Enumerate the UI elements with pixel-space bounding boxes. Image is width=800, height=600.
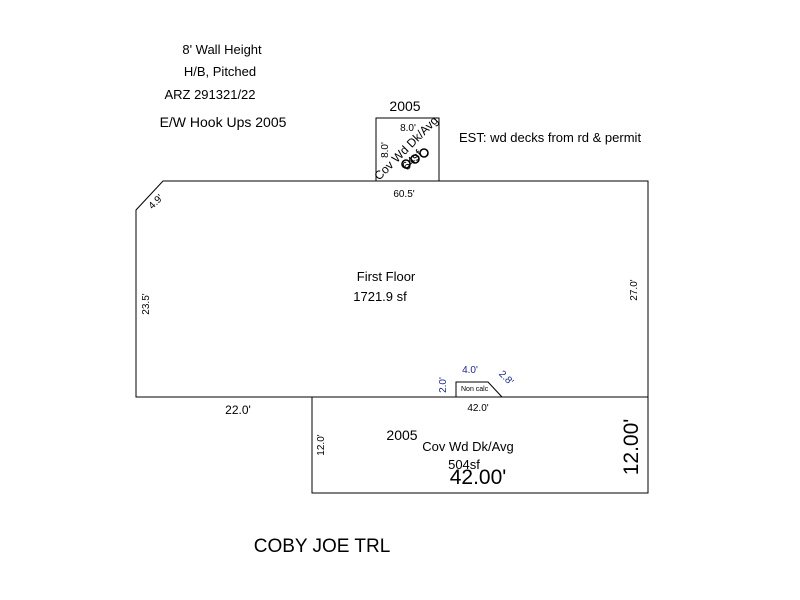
large-deck-left-dim: 12.0' xyxy=(316,434,327,455)
non-calc-top-dim: 4.0' xyxy=(462,365,478,376)
large-deck-year: 2005 xyxy=(386,427,417,443)
large-deck-label: Cov Wd Dk/Avg xyxy=(422,439,514,454)
note-ew-hookups: E/W Hook Ups 2005 xyxy=(160,114,287,130)
note-arz: ARZ 291321/22 xyxy=(164,87,255,102)
first-floor-bottom-left-dim: 22.0' xyxy=(225,403,251,417)
first-floor-area: 1721.9 sf xyxy=(353,289,407,304)
note-hb-pitched: H/B, Pitched xyxy=(184,64,256,79)
large-deck-big-depth: 12.00' xyxy=(620,419,643,476)
note-est: EST: wd decks from rd & permit xyxy=(459,130,641,145)
large-deck-big-width: 42.00' xyxy=(450,466,507,489)
first-floor-right-dim: 27.0' xyxy=(629,279,640,300)
non-calc-side-dim: 2.0' xyxy=(438,377,449,393)
first-floor-top-dim: 60.5' xyxy=(393,189,414,200)
note-wall-height: 8' Wall Height xyxy=(182,42,262,57)
first-floor-left-dim: 23.5' xyxy=(141,293,152,314)
street-name: COBY JOE TRL xyxy=(254,536,391,557)
non-calc-label: Non calc xyxy=(461,386,489,393)
small-deck-left-dim: 8.0' xyxy=(380,142,391,158)
large-deck-area: 504sf xyxy=(448,457,480,472)
large-deck-top-dim: 42.0' xyxy=(467,403,488,414)
non-calc-outline xyxy=(455,381,503,398)
non-calc-diag-dim: 2.8' xyxy=(496,369,515,388)
first-floor-label: First Floor xyxy=(357,269,416,284)
small-deck-marker-icon xyxy=(401,148,429,169)
small-deck-top-dim: 8.0' xyxy=(400,123,416,134)
small-deck-year: 2005 xyxy=(389,98,420,114)
large-deck-outline xyxy=(311,396,649,494)
